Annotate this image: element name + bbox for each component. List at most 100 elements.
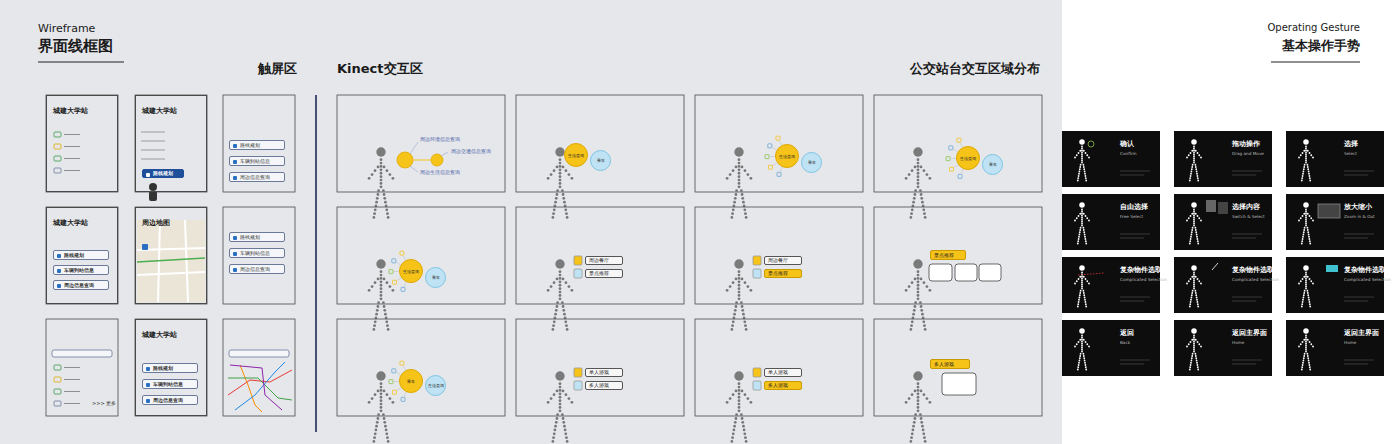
menu-bubble: 乘车 <box>399 369 423 393</box>
menu-icon <box>949 167 953 171</box>
option-pill: 多人游戏 <box>930 359 970 369</box>
node-title: 返回主界面 <box>1232 329 1272 338</box>
search-bar <box>52 350 112 357</box>
kinect-frame <box>695 207 863 304</box>
menu-button: 路线规划 <box>53 250 109 260</box>
gesture-card <box>1174 257 1272 313</box>
skeleton-figure <box>1298 265 1314 307</box>
node-subtitle: Back <box>1120 340 1160 345</box>
left-panel <box>0 0 1062 444</box>
skeleton-figure <box>1298 202 1314 244</box>
skeleton-figure <box>1186 328 1202 370</box>
node-title: 乘车 <box>407 379 415 384</box>
note-line <box>1120 301 1144 302</box>
menu-icon <box>392 390 396 394</box>
menu-button: 周边信息查询 <box>142 395 198 405</box>
node-title: 复杂物件选取 <box>1344 266 1384 275</box>
node-subtitle: Home <box>1344 340 1384 345</box>
option-icon <box>574 381 582 390</box>
node-subtitle: Complicated Selection <box>1344 277 1384 282</box>
node-title: 周边信息查询 <box>64 283 94 288</box>
menu-icon <box>958 174 962 178</box>
node-title: 生活查询 <box>403 269 419 274</box>
gesture-card-box: 复杂物件选取Complicated Selection <box>1174 257 1272 313</box>
menu-icon <box>765 155 769 159</box>
list-tag <box>54 168 61 173</box>
screen-frame-box: 城建大学站路线规划车辆到站信息周边信息查询 <box>46 207 118 304</box>
node-title: 生活查询 <box>428 383 444 388</box>
list-tag <box>54 144 61 149</box>
node-title: 复杂物件选取 <box>1120 266 1160 275</box>
content-box <box>942 373 976 395</box>
screen-frame-box: 周边地图 <box>135 207 207 304</box>
list-line <box>64 146 80 147</box>
screen-frame-box: 城建大学站路线规划车辆到站信息周边信息查询 <box>135 319 207 416</box>
leader-line <box>405 160 437 161</box>
option-icon <box>574 256 582 265</box>
content-box <box>955 264 977 281</box>
gesture-card-box: 复杂物件选取 Complicated Selection <box>1286 257 1384 313</box>
section-heading: Kinect交互区 <box>337 60 423 78</box>
title-underline <box>1271 61 1360 62</box>
kinect-frame <box>874 319 1042 416</box>
gesture-card <box>1286 131 1384 187</box>
note-line <box>1344 360 1374 361</box>
leader-line <box>780 167 782 172</box>
title-underline <box>38 61 124 62</box>
menu-button: 路线规划 <box>229 140 285 150</box>
note-line <box>1232 301 1256 302</box>
menu-icon <box>768 165 772 169</box>
menu-button: 车辆到站信息 <box>229 156 285 166</box>
menu-button: 路线规划 <box>142 169 184 178</box>
note-line <box>1232 175 1256 176</box>
map-road <box>137 272 205 275</box>
menu-button: 周边信息查询 <box>229 172 285 182</box>
node-title: 城建大学站 <box>142 106 206 116</box>
page-title: 界面线框图 <box>38 37 113 56</box>
node-title: 放大缩小 <box>1344 203 1384 212</box>
gesture-mark <box>1218 202 1228 214</box>
node-title: 乘车 <box>989 162 997 167</box>
skeleton-figure <box>368 147 395 219</box>
note-line <box>1120 234 1150 235</box>
list-line <box>64 391 80 392</box>
skeleton-figure <box>905 371 932 443</box>
menu-bubble: 生活查询 <box>564 143 588 167</box>
gesture-card-box: 复杂物件选取 Complicated Selection <box>1062 257 1160 313</box>
list-line <box>141 132 165 133</box>
node-title: 生活查询 <box>960 156 976 161</box>
gesture-mark <box>1326 265 1338 272</box>
list-tag <box>54 132 61 137</box>
node-title: 乘车 <box>808 160 816 165</box>
node-title: 乘车 <box>597 158 605 163</box>
map-road <box>185 220 188 302</box>
gesture-card <box>1174 320 1272 376</box>
skeleton-figure <box>368 371 395 443</box>
node-title: 复杂物件选取 <box>1232 266 1272 275</box>
skeleton-figure <box>1074 139 1090 181</box>
gesture-card <box>1062 194 1160 250</box>
screen-frame <box>223 207 295 304</box>
list-line <box>64 367 80 368</box>
kinect-frame <box>337 95 505 192</box>
node-title: 车辆到站信息 <box>64 268 94 273</box>
menu-button: 周边信息查询 <box>53 280 109 290</box>
menu-icon <box>957 138 961 142</box>
node-title: 路线规划 <box>240 143 260 148</box>
kinect-frame <box>874 95 1042 192</box>
skeleton-figure <box>1298 328 1314 370</box>
note-text: 周边交通信息查询 <box>451 149 491 154</box>
skeleton-figure <box>1298 139 1314 181</box>
note-line <box>1344 364 1368 365</box>
gesture-card-box: 返回主界面Home <box>1286 320 1384 376</box>
node-title: 自由选择 <box>1120 203 1160 212</box>
note-line <box>1232 238 1256 239</box>
skeleton-figure <box>726 259 753 331</box>
screen-frame <box>223 95 295 192</box>
option-pill: 景点推荐 <box>585 269 623 278</box>
skeleton-figure <box>1074 265 1090 307</box>
content-box <box>979 264 1001 281</box>
node-subtitle: Complicated Selection <box>1120 277 1160 282</box>
gesture-card <box>1286 320 1384 376</box>
list-line <box>141 159 165 160</box>
